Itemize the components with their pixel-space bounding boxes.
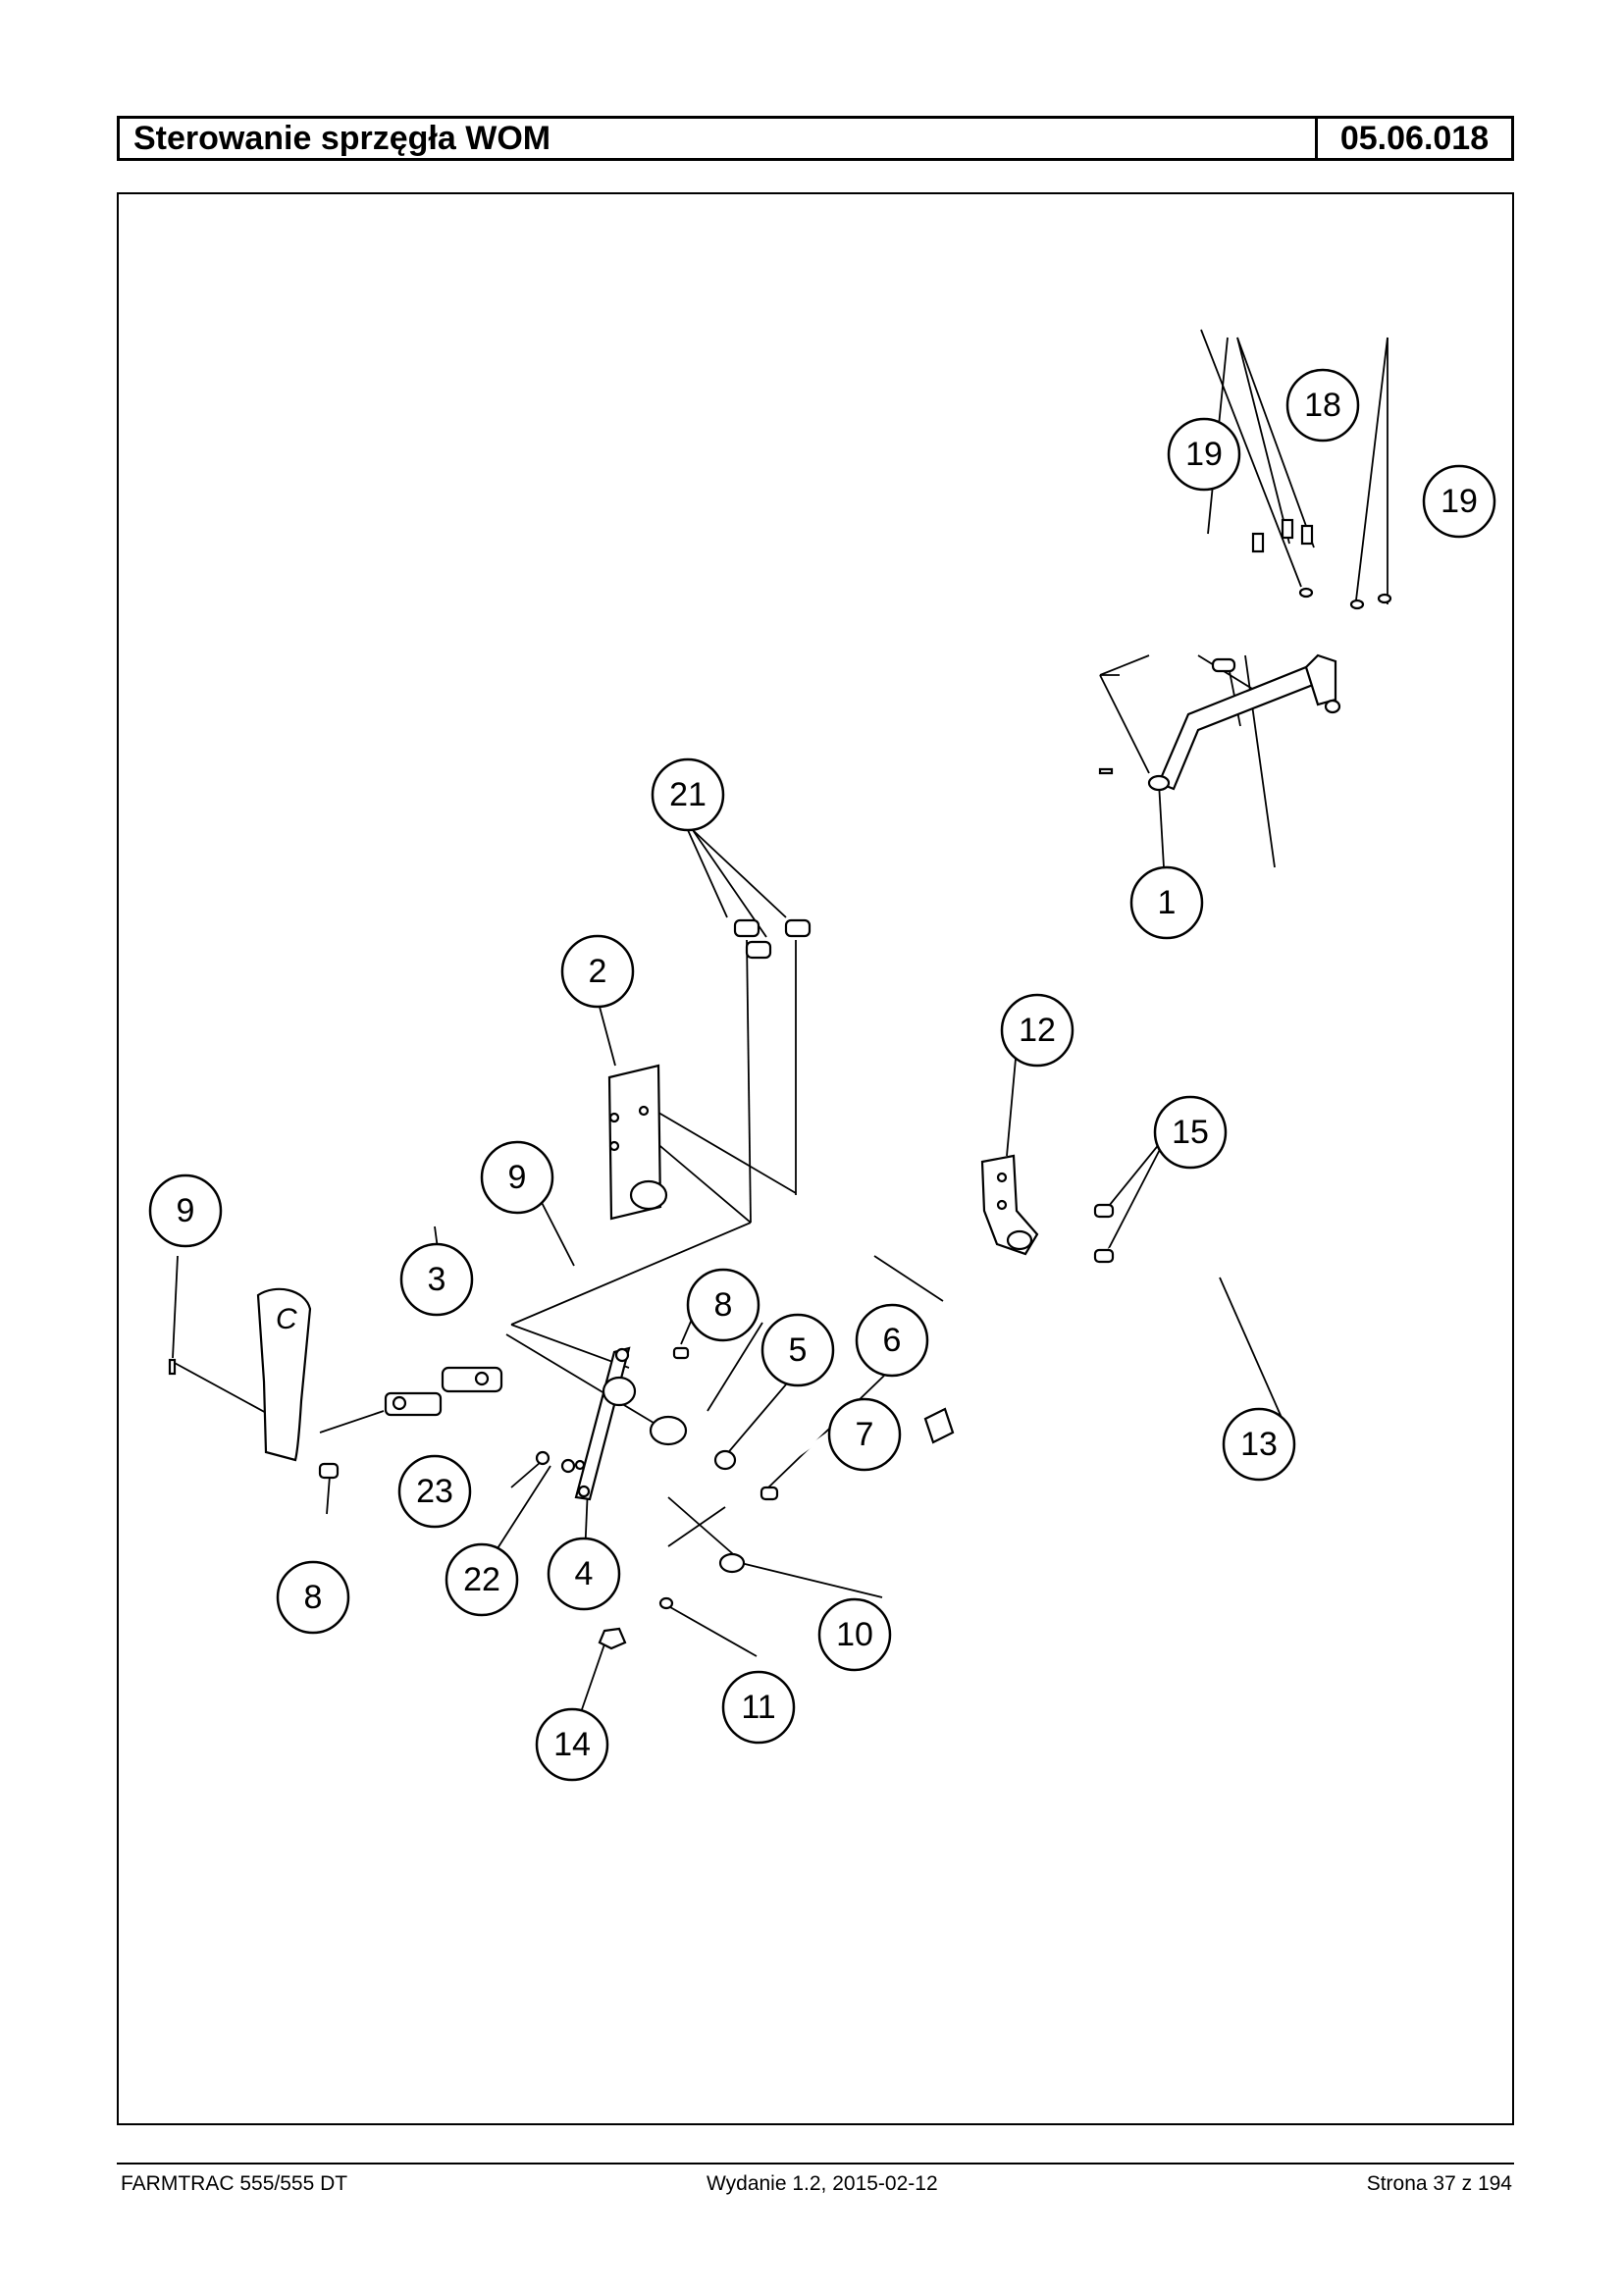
callout-18: 18 bbox=[1285, 368, 1360, 443]
lever-part-4 bbox=[574, 1346, 637, 1501]
nut-part-12 bbox=[598, 1627, 627, 1650]
cable-13-inner bbox=[723, 880, 1277, 1509]
callout-19: 19 bbox=[1422, 464, 1496, 539]
svg-text:22: 22 bbox=[463, 1561, 500, 1598]
page-title: Sterowanie sprzęgła WOM bbox=[120, 119, 1318, 158]
svg-text:8: 8 bbox=[304, 1579, 323, 1616]
svg-text:23: 23 bbox=[416, 1473, 453, 1510]
callout-14: 12 bbox=[1000, 993, 1074, 1068]
callout-12: 14 bbox=[535, 1707, 609, 1782]
nut-part-10 bbox=[718, 1552, 746, 1574]
callout-1: 1 bbox=[1129, 865, 1204, 940]
svg-text:21: 21 bbox=[669, 776, 707, 813]
svg-text:19: 19 bbox=[1185, 436, 1223, 473]
callout-15: 15 bbox=[1153, 1095, 1228, 1170]
callout-7: 7 bbox=[827, 1397, 902, 1472]
svg-text:10: 10 bbox=[836, 1616, 873, 1653]
callout-11: 11 bbox=[721, 1670, 796, 1745]
rod-end-part-3 bbox=[384, 1366, 503, 1417]
callout-8: 8 bbox=[276, 1560, 350, 1635]
callout-6: 6 bbox=[855, 1303, 929, 1378]
svg-text:13: 13 bbox=[1240, 1426, 1278, 1463]
washer-part-22 bbox=[560, 1458, 576, 1474]
pin-part-8 bbox=[672, 1346, 690, 1360]
callout-5: 5 bbox=[760, 1313, 835, 1387]
svg-text:7: 7 bbox=[856, 1416, 874, 1453]
callout-2: 2 bbox=[560, 934, 635, 1009]
svg-text:6: 6 bbox=[883, 1322, 902, 1359]
callout-4: 4 bbox=[547, 1537, 621, 1611]
svg-text:19: 19 bbox=[1441, 483, 1478, 520]
callout-10: 10 bbox=[817, 1597, 892, 1672]
svg-text:3: 3 bbox=[428, 1261, 446, 1298]
callout-3: 3 bbox=[399, 1242, 474, 1317]
callouts: 18 19 19 1 21 2 12 15 9 9 3 8 5 6 7 13 2… bbox=[148, 368, 1496, 1782]
callout-13: 13 bbox=[1222, 1407, 1296, 1482]
section-code: 05.06.018 bbox=[1339, 119, 1490, 157]
callout-21: 21 bbox=[651, 757, 725, 832]
cable-clamp bbox=[923, 1407, 955, 1444]
svg-text:1: 1 bbox=[1158, 884, 1177, 921]
svg-text:5: 5 bbox=[789, 1331, 808, 1369]
lever-bracket-part-14 bbox=[980, 1154, 1115, 1264]
footer-model: FARMTRAC 555/555 DT bbox=[121, 2172, 348, 2195]
callout-8: 8 bbox=[686, 1268, 760, 1342]
svg-text:9: 9 bbox=[177, 1192, 195, 1229]
svg-text:15: 15 bbox=[1172, 1114, 1209, 1151]
callout-9: 9 bbox=[148, 1174, 223, 1248]
svg-text:18: 18 bbox=[1304, 387, 1341, 424]
washer-part-11 bbox=[658, 1596, 674, 1610]
callout-9: 9 bbox=[480, 1140, 554, 1215]
nut-part-23 bbox=[535, 1450, 550, 1466]
callout-23: 23 bbox=[397, 1454, 472, 1529]
pedal-bracket-part-1 bbox=[1098, 518, 1392, 792]
cable-end bbox=[667, 1506, 726, 1547]
bolt-part-7 bbox=[760, 1486, 779, 1501]
footer-edition: Wydanie 1.2, 2015-02-12 bbox=[707, 2172, 938, 2195]
callout-19: 19 bbox=[1167, 417, 1241, 492]
callout-22: 22 bbox=[445, 1542, 519, 1617]
pedal-arm: C bbox=[168, 1287, 340, 1480]
svg-text:8: 8 bbox=[714, 1286, 733, 1324]
plate-part-2 bbox=[607, 918, 812, 1221]
svg-text:4: 4 bbox=[575, 1555, 594, 1592]
svg-text:14: 14 bbox=[553, 1726, 591, 1763]
svg-text:2: 2 bbox=[589, 953, 607, 990]
washer-part-6 bbox=[713, 1449, 737, 1471]
page-header: Sterowanie sprzęgła WOM 05.06.018 bbox=[117, 116, 1514, 161]
exploded-parts-diagram: C 18 bbox=[148, 329, 1496, 1782]
svg-text:9: 9 bbox=[508, 1159, 527, 1196]
svg-text:11: 11 bbox=[741, 1689, 775, 1726]
footer-rule bbox=[117, 2163, 1514, 2165]
diagram-frame: C 18 bbox=[117, 192, 1514, 2125]
svg-text:12: 12 bbox=[1019, 1012, 1056, 1049]
pedal-mark: C bbox=[276, 1303, 297, 1335]
footer-page-number: Strona 37 z 194 bbox=[1366, 2172, 1512, 2195]
bushing-part-5 bbox=[649, 1415, 688, 1446]
leader-lines bbox=[172, 329, 1388, 1716]
